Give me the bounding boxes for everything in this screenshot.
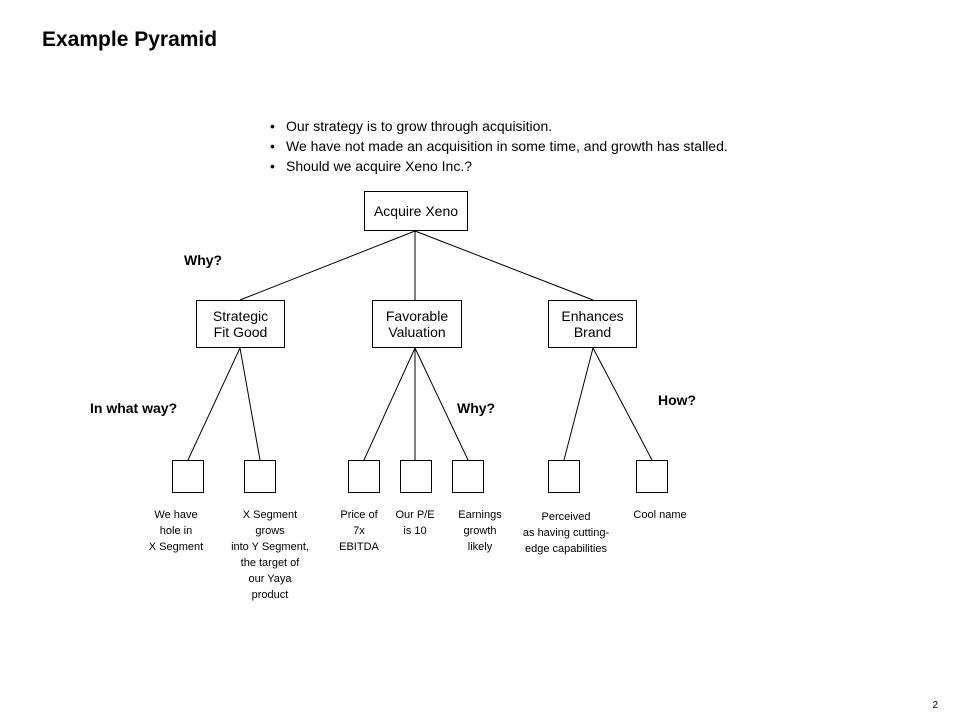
- question-in-what-way: In what way?: [90, 400, 178, 416]
- question-why-root: Why?: [184, 252, 223, 268]
- question-how: How?: [658, 392, 697, 408]
- branch-label-enhances-brand: Enhances Brand: [561, 308, 624, 340]
- branch-label-favorable-valuation: Favorable Valuation: [385, 308, 449, 340]
- branch-box-favorable-valuation: Favorable Valuation: [372, 300, 462, 348]
- question-why-valuation: Why?: [457, 400, 496, 416]
- connector-strategic-leaf-1: [187, 347, 241, 461]
- leaf-caption-earnings-growth: Earnings growth likely: [458, 509, 502, 553]
- branch-label-strategic-fit: Strategic Fit Good: [212, 308, 269, 340]
- connector-valuation-leaf-3: [414, 347, 469, 461]
- page-title: Example Pyramid: [42, 28, 218, 51]
- bullet-strategy: Our strategy is to grow through acquisit…: [270, 116, 728, 136]
- connector-root-strategic: [239, 230, 416, 301]
- leaf-caption-price-ebitda: Price of 7x EBITDA: [339, 509, 379, 553]
- leaf-caption-hole-in-segment: We have hole in X Segment: [148, 509, 204, 553]
- connector-root-brand: [414, 230, 594, 301]
- page-number: 2: [932, 700, 938, 711]
- bullet-question: Should we acquire Xeno Inc.?: [270, 156, 728, 176]
- connector-strategic-leaf-2: [239, 347, 261, 461]
- leaf-caption-cool-name: Cool name: [633, 509, 687, 521]
- connector-valuation-leaf-1: [363, 347, 416, 461]
- branch-box-strategic-fit: Strategic Fit Good: [196, 300, 285, 348]
- leaf-box-hole-in-segment: [172, 460, 204, 493]
- connector-brand-leaf-2: [592, 347, 653, 461]
- root-box-acquire-xeno: Acquire Xeno: [364, 191, 468, 231]
- leaf-caption-segment-grows: X Segment grows into Y Segment, the targ…: [231, 509, 309, 601]
- connector-brand-leaf-1: [563, 347, 594, 461]
- leaf-caption-perceived-capabilities: Perceived as having cutting- edge capabi…: [522, 511, 610, 555]
- leaf-box-perceived-capabilities: [548, 460, 580, 493]
- leaf-box-earnings-growth: [452, 460, 484, 493]
- leaf-box-price-ebitda: [348, 460, 380, 493]
- leaf-box-pe-ratio: [400, 460, 432, 493]
- bullet-stalled-growth: We have not made an acquisition in some …: [270, 136, 728, 156]
- context-bullets: Our strategy is to grow through acquisit…: [270, 116, 728, 176]
- root-label: Acquire Xeno: [373, 203, 459, 219]
- leaf-box-cool-name: [636, 460, 668, 493]
- branch-box-enhances-brand: Enhances Brand: [548, 300, 637, 348]
- leaf-box-segment-grows: [244, 460, 276, 493]
- leaf-caption-pe-ratio: Our P/E is 10: [395, 509, 435, 537]
